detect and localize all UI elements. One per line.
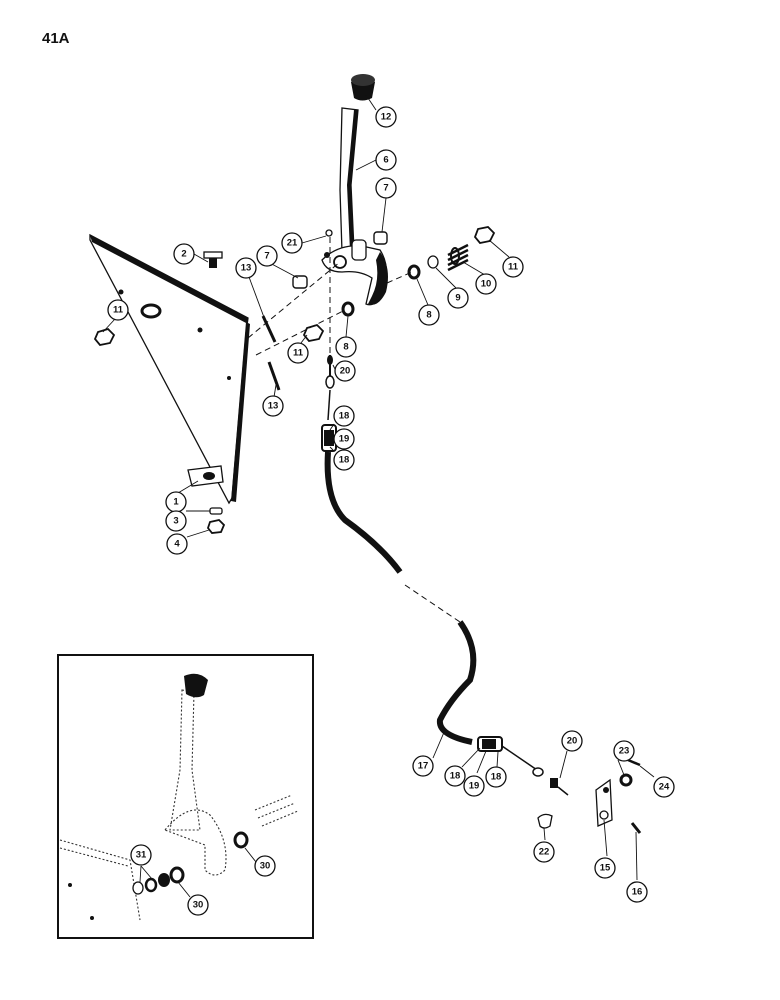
- svg-text:23: 23: [619, 746, 630, 757]
- svg-text:2: 2: [181, 249, 186, 260]
- callout-12: 12: [375, 106, 397, 128]
- callout-18-upper: 18: [333, 405, 355, 427]
- pedal-knob: [351, 74, 375, 101]
- callout-4: 4: [166, 533, 188, 555]
- svg-text:17: 17: [418, 761, 429, 772]
- svg-text:20: 20: [567, 736, 578, 747]
- callout-16: 16: [626, 881, 648, 903]
- callout-31: 31: [130, 844, 152, 866]
- callout-10: 10: [475, 273, 497, 295]
- callout-15: 15: [594, 857, 616, 879]
- svg-text:13: 13: [268, 401, 279, 412]
- callout-19-lower: 19: [463, 775, 485, 797]
- callout-22: 22: [533, 841, 555, 863]
- callout-18-lower-left: 18: [444, 765, 466, 787]
- svg-text:3: 3: [173, 516, 178, 527]
- svg-text:8: 8: [343, 342, 348, 353]
- svg-text:20: 20: [340, 366, 351, 377]
- svg-text:16: 16: [632, 887, 643, 898]
- svg-text:19: 19: [469, 781, 480, 792]
- svg-text:7: 7: [383, 183, 388, 194]
- callout-6: 6: [375, 149, 397, 171]
- callout-8-lower: 8: [335, 336, 357, 358]
- svg-text:19: 19: [339, 434, 350, 445]
- svg-text:22: 22: [539, 847, 550, 858]
- svg-text:11: 11: [113, 305, 124, 316]
- leader-lines: [102, 94, 655, 898]
- svg-text:1: 1: [173, 497, 179, 508]
- callout-11-center: 11: [287, 342, 309, 364]
- callout-18-lower-right: 18: [485, 766, 507, 788]
- callout-19-upper: 19: [333, 428, 355, 450]
- callout-20-upper: 20: [334, 360, 356, 382]
- callout-3: 3: [165, 510, 187, 532]
- callout-30-inset-lower: 30: [187, 894, 209, 916]
- svg-text:21: 21: [287, 238, 298, 249]
- callout-17: 17: [412, 755, 434, 777]
- callout-11-right: 11: [502, 256, 524, 278]
- svg-text:30: 30: [193, 900, 204, 911]
- pedal-lever: [321, 107, 388, 306]
- hardware-lower: [537, 758, 642, 834]
- svg-text:10: 10: [481, 279, 492, 290]
- svg-text:6: 6: [383, 155, 388, 166]
- callout-13-lower: 13: [262, 395, 284, 417]
- svg-text:7: 7: [264, 251, 269, 262]
- callout-8-upper: 8: [418, 304, 440, 326]
- callout-7-upper: 7: [375, 177, 397, 199]
- inset-detail: [57, 654, 314, 939]
- hardware-upper: [93, 226, 496, 534]
- callout-11-left: 11: [107, 299, 129, 321]
- svg-text:4: 4: [174, 539, 180, 550]
- svg-text:18: 18: [491, 772, 502, 783]
- callout-20-lower: 20: [561, 730, 583, 752]
- svg-text:15: 15: [600, 863, 611, 874]
- callout-23: 23: [613, 740, 635, 762]
- svg-text:9: 9: [455, 293, 460, 304]
- callout-18-middle: 18: [333, 449, 355, 471]
- svg-text:24: 24: [659, 782, 670, 793]
- svg-text:8: 8: [426, 310, 431, 321]
- callout-7-left: 7: [256, 245, 278, 267]
- callout-9: 9: [447, 287, 469, 309]
- callout-13-upper: 13: [235, 257, 257, 279]
- svg-text:18: 18: [339, 411, 350, 422]
- callout-1: 1: [165, 491, 187, 513]
- svg-text:30: 30: [260, 861, 271, 872]
- svg-text:18: 18: [339, 455, 350, 466]
- svg-text:31: 31: [136, 850, 147, 861]
- control-cable: [321, 355, 569, 796]
- page-number: 41A: [42, 30, 70, 47]
- callout-21: 21: [281, 232, 303, 254]
- svg-text:13: 13: [241, 263, 252, 274]
- callout-2: 2: [173, 243, 195, 265]
- svg-text:18: 18: [450, 771, 461, 782]
- svg-text:11: 11: [508, 262, 519, 273]
- mounting-plate: [89, 233, 250, 505]
- svg-text:11: 11: [293, 348, 304, 359]
- callout-30-inset-right: 30: [254, 855, 276, 877]
- svg-text:12: 12: [381, 112, 392, 123]
- callout-24: 24: [653, 776, 675, 798]
- assembly-lines: [247, 237, 461, 623]
